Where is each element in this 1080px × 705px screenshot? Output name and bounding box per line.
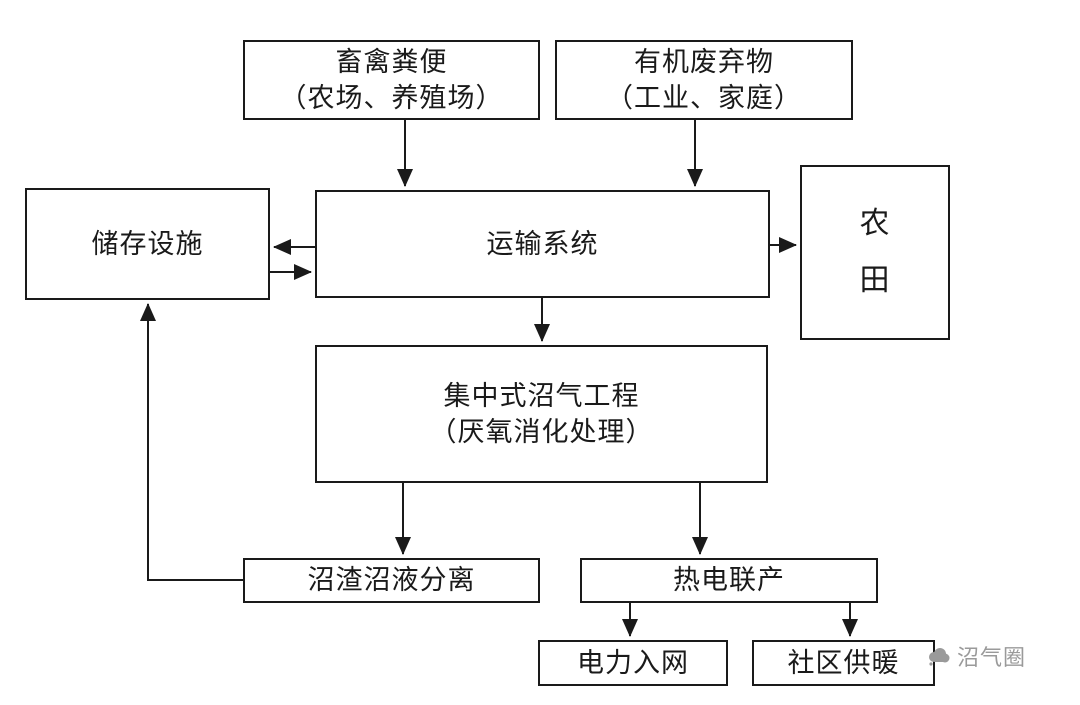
node-transport-label: 运输系统	[486, 228, 599, 259]
arrow-separation-to-storage	[140, 303, 243, 581]
node-residue-slurry-separation: 沼渣沼液分离	[243, 558, 540, 603]
cloud-icon	[926, 645, 952, 667]
node-storage-label: 储存设施	[91, 228, 204, 259]
node-livestock-line2: （农场、养殖场）	[279, 83, 504, 113]
node-biogas-line1: 集中式沼气工程	[443, 380, 640, 411]
node-livestock-manure: 畜禽粪便 （农场、养殖场）	[243, 40, 540, 120]
node-farmland-char2: 田	[859, 263, 891, 297]
node-heating-label: 社区供暖	[787, 647, 900, 678]
node-organic-waste: 有机废弃物 （工业、家庭）	[555, 40, 853, 120]
node-grid-label: 电力入网	[577, 647, 689, 678]
node-community-heating: 社区供暖	[752, 640, 935, 686]
node-separation-label: 沼渣沼液分离	[307, 565, 476, 596]
node-farmland: 农 田	[800, 165, 950, 340]
watermark-text: 沼气圈	[957, 645, 1027, 670]
node-storage-facility: 储存设施	[25, 188, 270, 300]
node-combined-heat-power: 热电联产	[580, 558, 878, 603]
watermark: 沼气圈	[926, 640, 1026, 672]
node-organic-line2: （工业、家庭）	[606, 83, 802, 113]
node-centralized-biogas-plant: 集中式沼气工程 （厌氧消化处理）	[315, 345, 768, 483]
node-organic-line1: 有机废弃物	[634, 46, 774, 77]
node-chp-label: 热电联产	[673, 565, 785, 596]
node-power-to-grid: 电力入网	[538, 640, 728, 686]
node-livestock-line1: 畜禽粪便	[335, 46, 448, 77]
node-transport-system: 运输系统	[315, 190, 770, 298]
node-farmland-char1: 农	[859, 207, 891, 240]
node-biogas-line2: （厌氧消化处理）	[429, 417, 654, 447]
